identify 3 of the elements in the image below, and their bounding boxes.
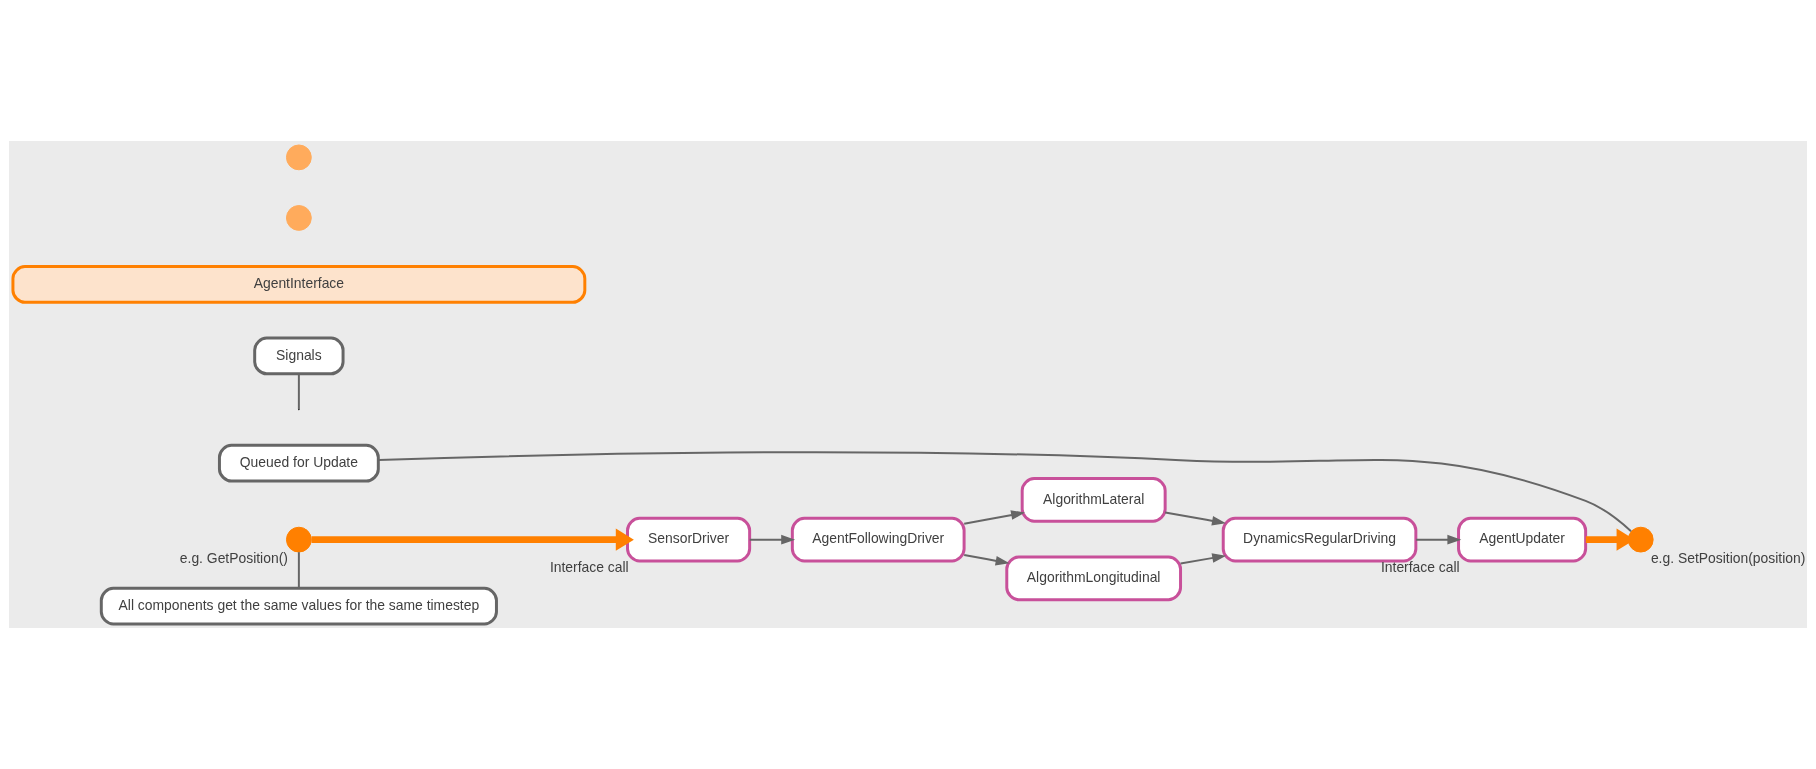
node-label: Interface call [549,559,629,576]
node-label: e.g. GetPosition() [179,550,288,567]
node-label: e.g. SetPosition(position) [1650,550,1806,567]
